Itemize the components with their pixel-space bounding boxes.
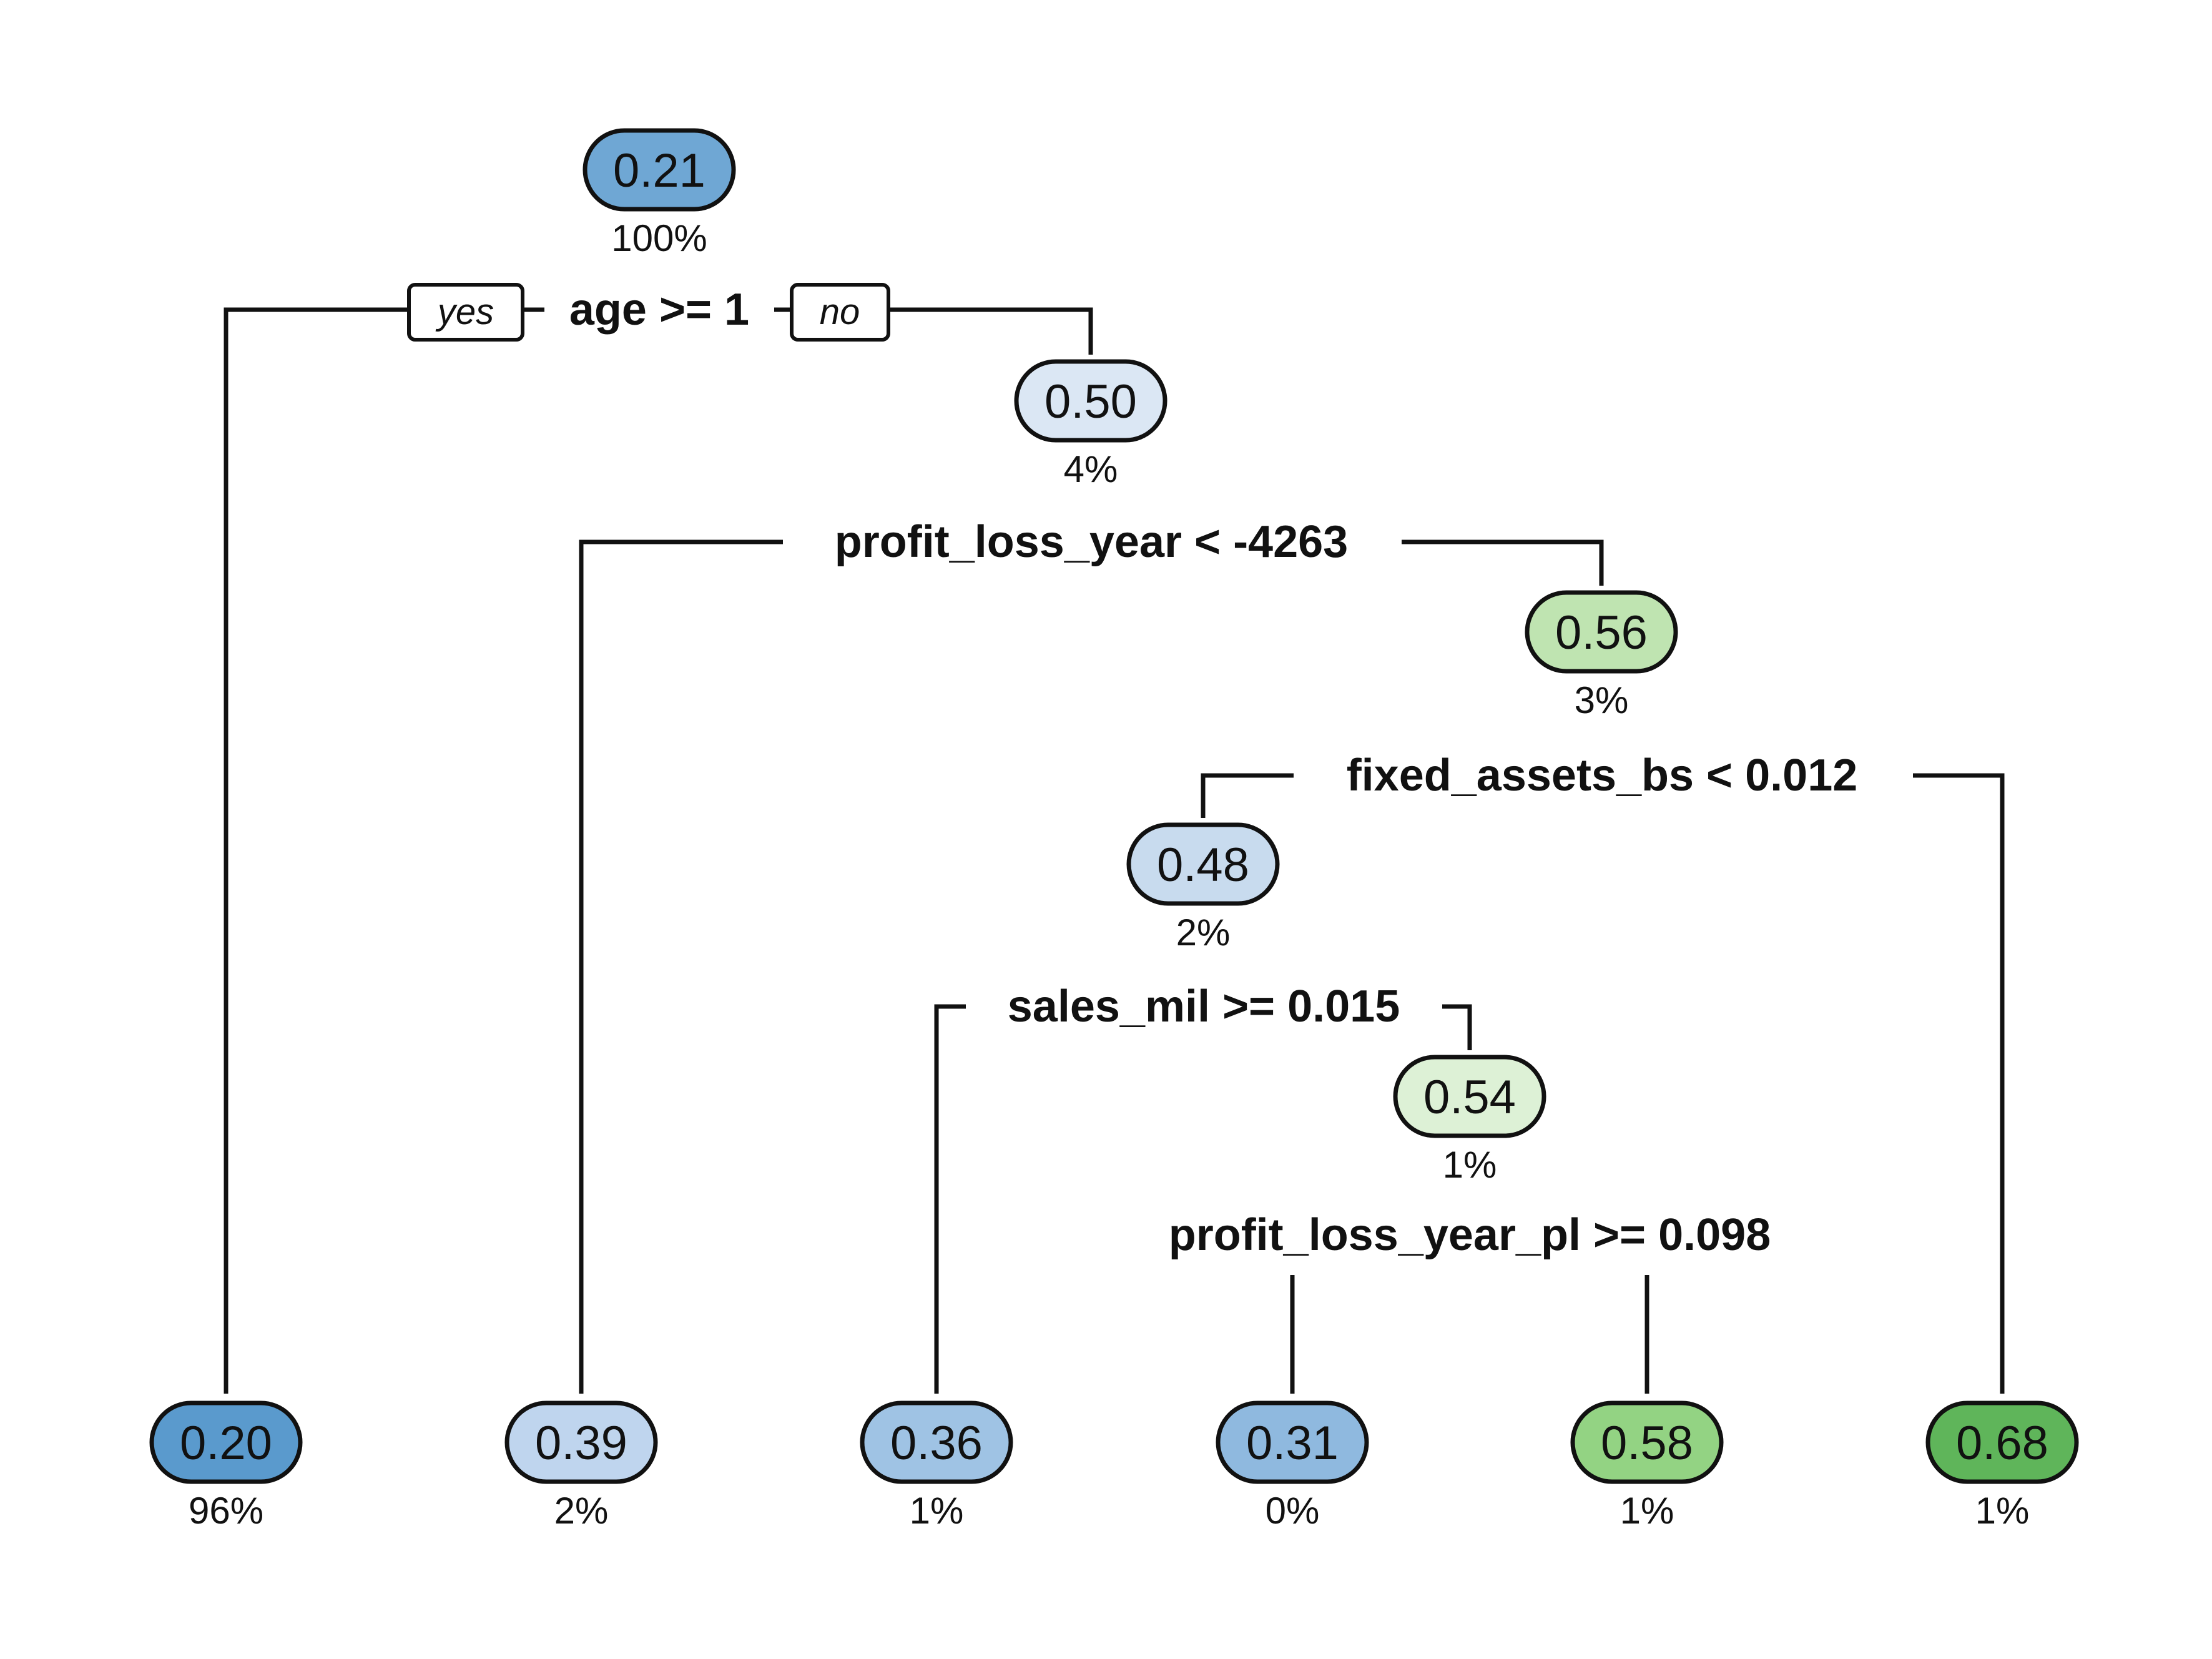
node-value: 0.50 [1045,375,1137,428]
split-label-fixed-assets-bs: fixed_assets_bs < 0.012 [1347,751,1858,800]
leaf-node-058: 0.58 1% [1570,1401,1724,1532]
edge-profit-right [1402,539,1604,586]
node-percent: 96% [189,1490,263,1532]
leaf-node-036: 0.36 1% [860,1401,1013,1532]
node-shape [504,1401,658,1484]
node-percent: 1% [1975,1490,2030,1532]
node-shape [860,1401,1013,1484]
node-percent: 1% [1443,1144,1497,1186]
edge-sales-left [934,1004,966,1394]
split-label-profit-loss-year: profit_loss_year < -4263 [835,517,1348,567]
node-value: 0.31 [1246,1417,1339,1470]
split-label-age: age >= 1 [569,285,749,335]
node-percent: 2% [1176,912,1231,953]
node-value: 0.39 [535,1417,627,1470]
edge-fixed-right [1913,773,2005,1394]
node-056: 0.56 3% [1525,590,1678,721]
node-percent: 1% [1620,1490,1674,1532]
leaf-node-020: 0.20 96% [149,1401,303,1532]
node-value: 0.54 [1423,1071,1516,1124]
edge-sales-right [1442,1004,1472,1050]
split-label-profit-loss-year-pl: profit_loss_year_pl >= 0.098 [1169,1210,1771,1260]
node-percent: 100% [611,217,707,259]
node-value: 0.56 [1555,606,1648,659]
node-percent: 3% [1575,679,1629,721]
node-value: 0.48 [1157,839,1249,892]
node-value: 0.21 [613,144,705,197]
node-value: 0.68 [1956,1417,2048,1470]
edge-root-right [888,307,1093,355]
node-shape [1216,1401,1369,1484]
tree-nodes: 0.21 100% 0.50 4% 0.56 3% 0.48 2% 0.54 1% 0.2… [149,128,2079,1532]
node-048: 0.48 2% [1126,822,1280,953]
node-shape [1014,359,1167,443]
edge-fixed-left [1201,773,1294,818]
node-shape [1393,1055,1546,1138]
node-value: 0.20 [180,1417,272,1470]
branch-label-no-text: no [820,292,860,332]
branch-label-no: no [790,283,890,342]
node-root: 0.21 100% [582,128,736,259]
node-percent: 2% [554,1490,609,1532]
node-shape [1126,822,1280,906]
node-shape [1570,1401,1724,1484]
node-shape [582,128,736,212]
leaf-node-039: 0.39 2% [504,1401,658,1532]
node-shape [1525,590,1678,674]
leaf-node-068: 0.68 1% [1925,1401,2079,1532]
node-shape [149,1401,303,1484]
edge-root-left [224,307,409,1394]
branch-label-yes-text: yes [435,292,494,332]
tree-edges [224,307,2005,1394]
leaf-node-031: 0.31 0% [1216,1401,1369,1532]
node-percent: 4% [1064,448,1118,490]
node-054: 0.54 1% [1393,1055,1546,1186]
node-value: 0.58 [1601,1417,1693,1470]
node-value: 0.36 [890,1417,983,1470]
node-percent: 0% [1266,1490,1320,1532]
node-shape [1925,1401,2079,1484]
split-labels: age >= 1 profit_loss_year < -4263 fixed_… [569,285,1857,1260]
node-percent: 1% [910,1490,964,1532]
edge-profit-left [579,539,783,1394]
branch-label-yes: yes [407,283,524,342]
split-label-sales-mil: sales_mil >= 0.015 [1008,982,1400,1031]
node-no-branch: 0.50 4% [1014,359,1167,490]
